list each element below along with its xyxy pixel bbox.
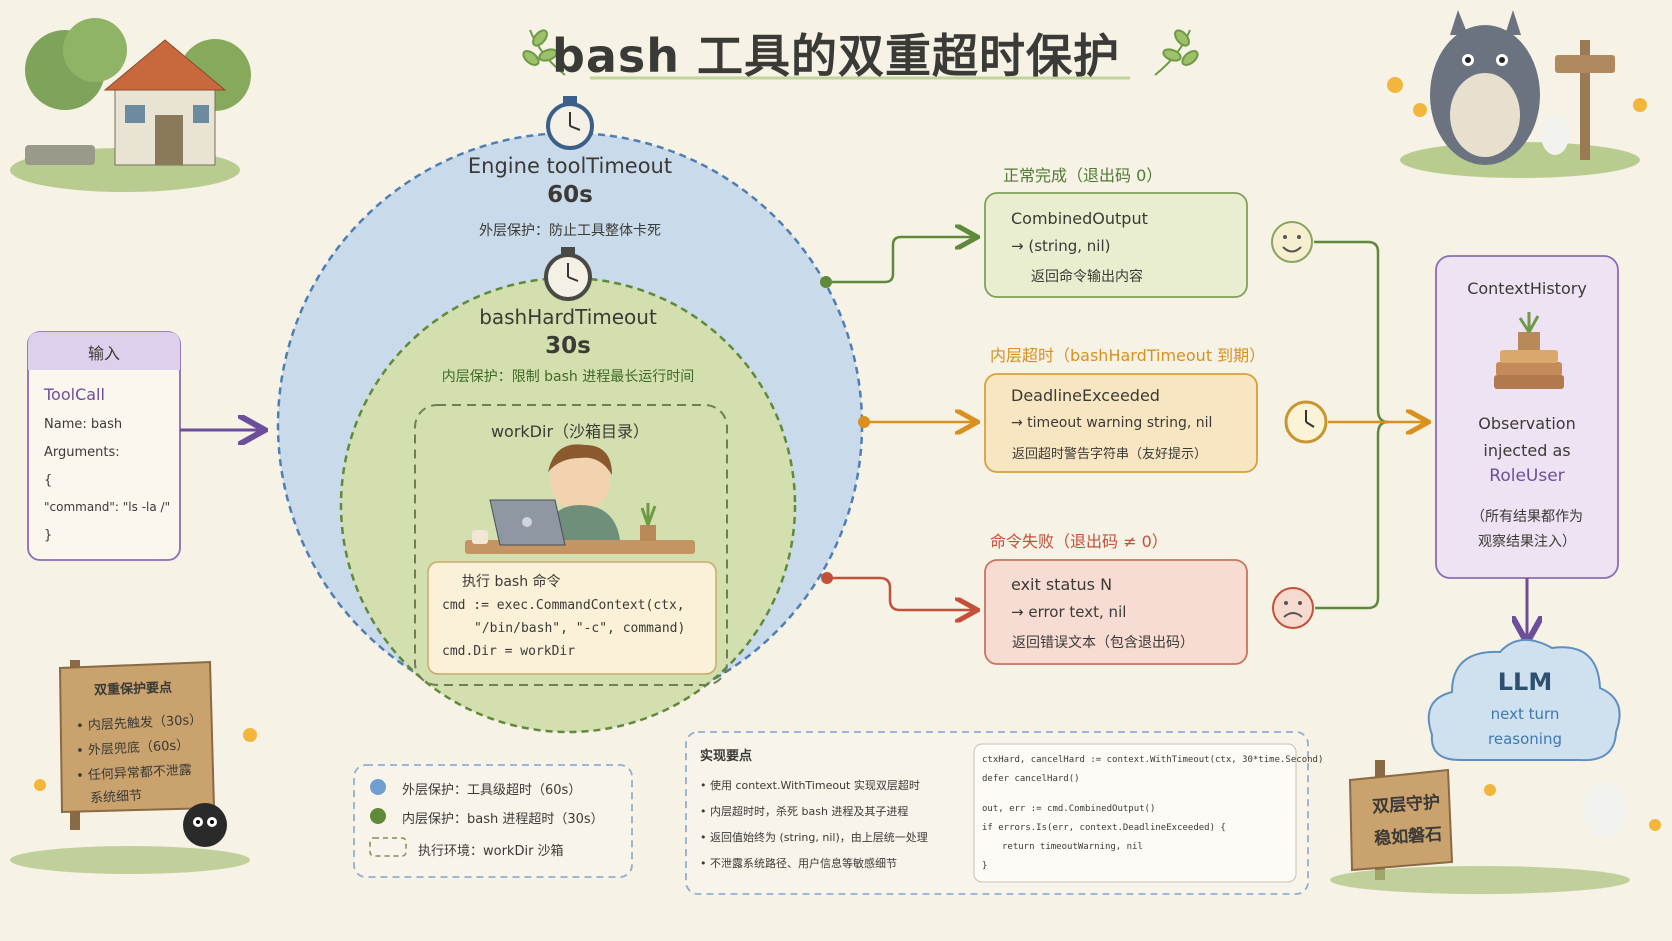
input-line: }	[44, 528, 53, 543]
legend-outer-swatch	[370, 779, 386, 795]
context-note: 观察结果注入）	[1478, 534, 1576, 550]
input-title: ToolCall	[44, 385, 105, 404]
impl-bullet: • 不泄露系统路径、用户信息等敏感细节	[700, 857, 897, 870]
input-line: "command": "ls -la /"	[44, 500, 171, 514]
impl-bullet: • 使用 context.WithTimeout 实现双层超时	[700, 779, 920, 792]
exec-code-card	[427, 561, 717, 675]
impl-code-line: return timeoutWarning, nil	[1002, 842, 1143, 852]
totoro-illustration-icon	[1387, 10, 1647, 178]
legend-workdir-swatch	[369, 837, 407, 857]
impl-code-line: defer cancelHard()	[982, 774, 1080, 784]
smile-face-icon	[1271, 221, 1313, 263]
legend-workdir-text: 执行环境：workDir 沙箱	[418, 844, 564, 859]
context-highlight: RoleUser	[1489, 466, 1565, 486]
stopwatch-inner-icon	[544, 247, 592, 301]
impl-bullet: • 返回值始终为 (string, nil)，由上层统一处理	[700, 831, 928, 844]
impl-bullet: • 内层超时时，杀死 bash 进程及其子进程	[700, 805, 909, 818]
workdir-sandbox-box	[414, 404, 728, 686]
outcome-label-deadline: 内层超时（bashHardTimeout 到期）	[990, 346, 1266, 365]
inner-timeout-desc: 内层保护：限制 bash 进程最长运行时间	[441, 369, 695, 385]
sad-face-icon	[1272, 587, 1314, 629]
outcome-title-deadline: DeadlineExceeded	[1011, 386, 1160, 405]
context-line: Observation	[1478, 414, 1576, 433]
outcome-line2-deadline: 返回超时警告字符串（友好提示）	[1012, 447, 1208, 462]
impl-bullet-text: 返回值始终为 (string, nil)，由上层统一处理	[710, 831, 928, 844]
llm-line: reasoning	[1488, 730, 1562, 748]
outcome-card-normal	[984, 192, 1248, 298]
input-line: Arguments:	[44, 445, 120, 460]
arrow-fail	[827, 576, 975, 610]
llm-line: next turn	[1490, 705, 1560, 723]
sign-left-item-text: 系统细节	[89, 788, 143, 807]
boy-laptop-illustration-icon	[465, 444, 695, 554]
exec-title: 执行 bash 命令	[462, 574, 561, 590]
context-note: （所有结果都作为	[1471, 509, 1583, 525]
outer-timeout-value: 60s	[547, 182, 593, 208]
sign-right-line: 双层守护	[1371, 792, 1441, 818]
llm-cloud	[1427, 639, 1621, 762]
impl-bullet-text: 不泄露系统路径、用户信息等敏感细节	[710, 857, 897, 870]
title-leaf-right-icon	[1154, 29, 1199, 76]
outcome-title-fail: exit status N	[1011, 575, 1113, 594]
outcome-card-fail	[984, 559, 1248, 665]
impl-code-line: ctxHard, cancelHard := context.WithTimeo…	[982, 755, 1324, 765]
outer-timeout-name: Engine toolTimeout	[467, 154, 673, 178]
books-plant-icon	[1494, 312, 1564, 389]
legend-inner-swatch	[370, 808, 386, 824]
exec-code-line: cmd := exec.CommandContext(ctx,	[442, 598, 685, 613]
input-line: {	[44, 473, 53, 488]
outer-timeout-desc: 外层保护：防止工具整体卡死	[479, 223, 661, 239]
outcome-line1-deadline: → timeout warning string, nil	[1011, 415, 1213, 431]
wooden-sign-right-icon	[1330, 760, 1661, 894]
llm-title: LLM	[1497, 668, 1553, 696]
outcome-line1-fail: → error text, nil	[1011, 603, 1127, 621]
outcome-title-normal: CombinedOutput	[1011, 209, 1148, 228]
outcome-line2-normal: 返回命令输出内容	[1031, 269, 1143, 285]
legend-inner-text: 内层保护：bash 进程超时（30s）	[402, 812, 604, 827]
clock-icon	[1284, 400, 1328, 444]
impl-bullet-text: 内层超时时，杀死 bash 进程及其子进程	[710, 805, 909, 818]
impl-code-line: }	[982, 861, 988, 871]
sign-left-title: 双重保护要点	[93, 680, 173, 699]
outcome-label-normal: 正常完成（退出码 0）	[1003, 166, 1163, 185]
outcome-line1-normal: → (string, nil)	[1011, 237, 1111, 255]
context-title: ContextHistory	[1467, 279, 1587, 298]
input-line: Name: bash	[44, 417, 123, 432]
impl-code-line: if errors.Is(err, context.DeadlineExceed…	[982, 823, 1226, 833]
wooden-sign-left-icon	[10, 660, 257, 874]
impl-code-line: out, err := cmd.CombinedOutput()	[982, 804, 1156, 814]
stopwatch-outer-icon	[546, 96, 594, 150]
impl-bullet-text: 使用 context.WithTimeout 实现双层超时	[710, 779, 920, 792]
input-header: 输入	[87, 344, 120, 363]
impl-title: 实现要点	[700, 749, 753, 764]
context-line: injected as	[1483, 441, 1571, 460]
outcome-label-fail: 命令失败（退出码 ≠ 0）	[990, 532, 1168, 551]
inner-timeout-name: bashHardTimeout	[479, 305, 657, 329]
page-title: bash 工具的双重超时保护	[551, 29, 1121, 83]
legend-outer-text: 外层保护：工具级超时（60s）	[402, 783, 582, 798]
legend-box	[353, 764, 633, 878]
exec-code-line: cmd.Dir = workDir	[442, 644, 576, 659]
collector-normal	[1314, 240, 1389, 424]
exec-code-line: "/bin/bash", "-c", command)	[474, 621, 686, 636]
collector-fail	[1315, 420, 1389, 610]
title-leaf-left-icon	[522, 29, 566, 76]
outcome-card-deadline	[984, 373, 1258, 473]
sign-right-line: 稳如磐石	[1373, 824, 1443, 850]
arrow-normal	[826, 237, 975, 284]
inner-timeout-value: 30s	[545, 333, 591, 359]
workdir-label: workDir（沙箱目录）	[490, 422, 650, 441]
outcome-line2-fail: 返回错误文本（包含退出码）	[1012, 635, 1194, 651]
cottage-illustration-icon	[10, 18, 251, 192]
impl-code-panel	[973, 743, 1297, 883]
